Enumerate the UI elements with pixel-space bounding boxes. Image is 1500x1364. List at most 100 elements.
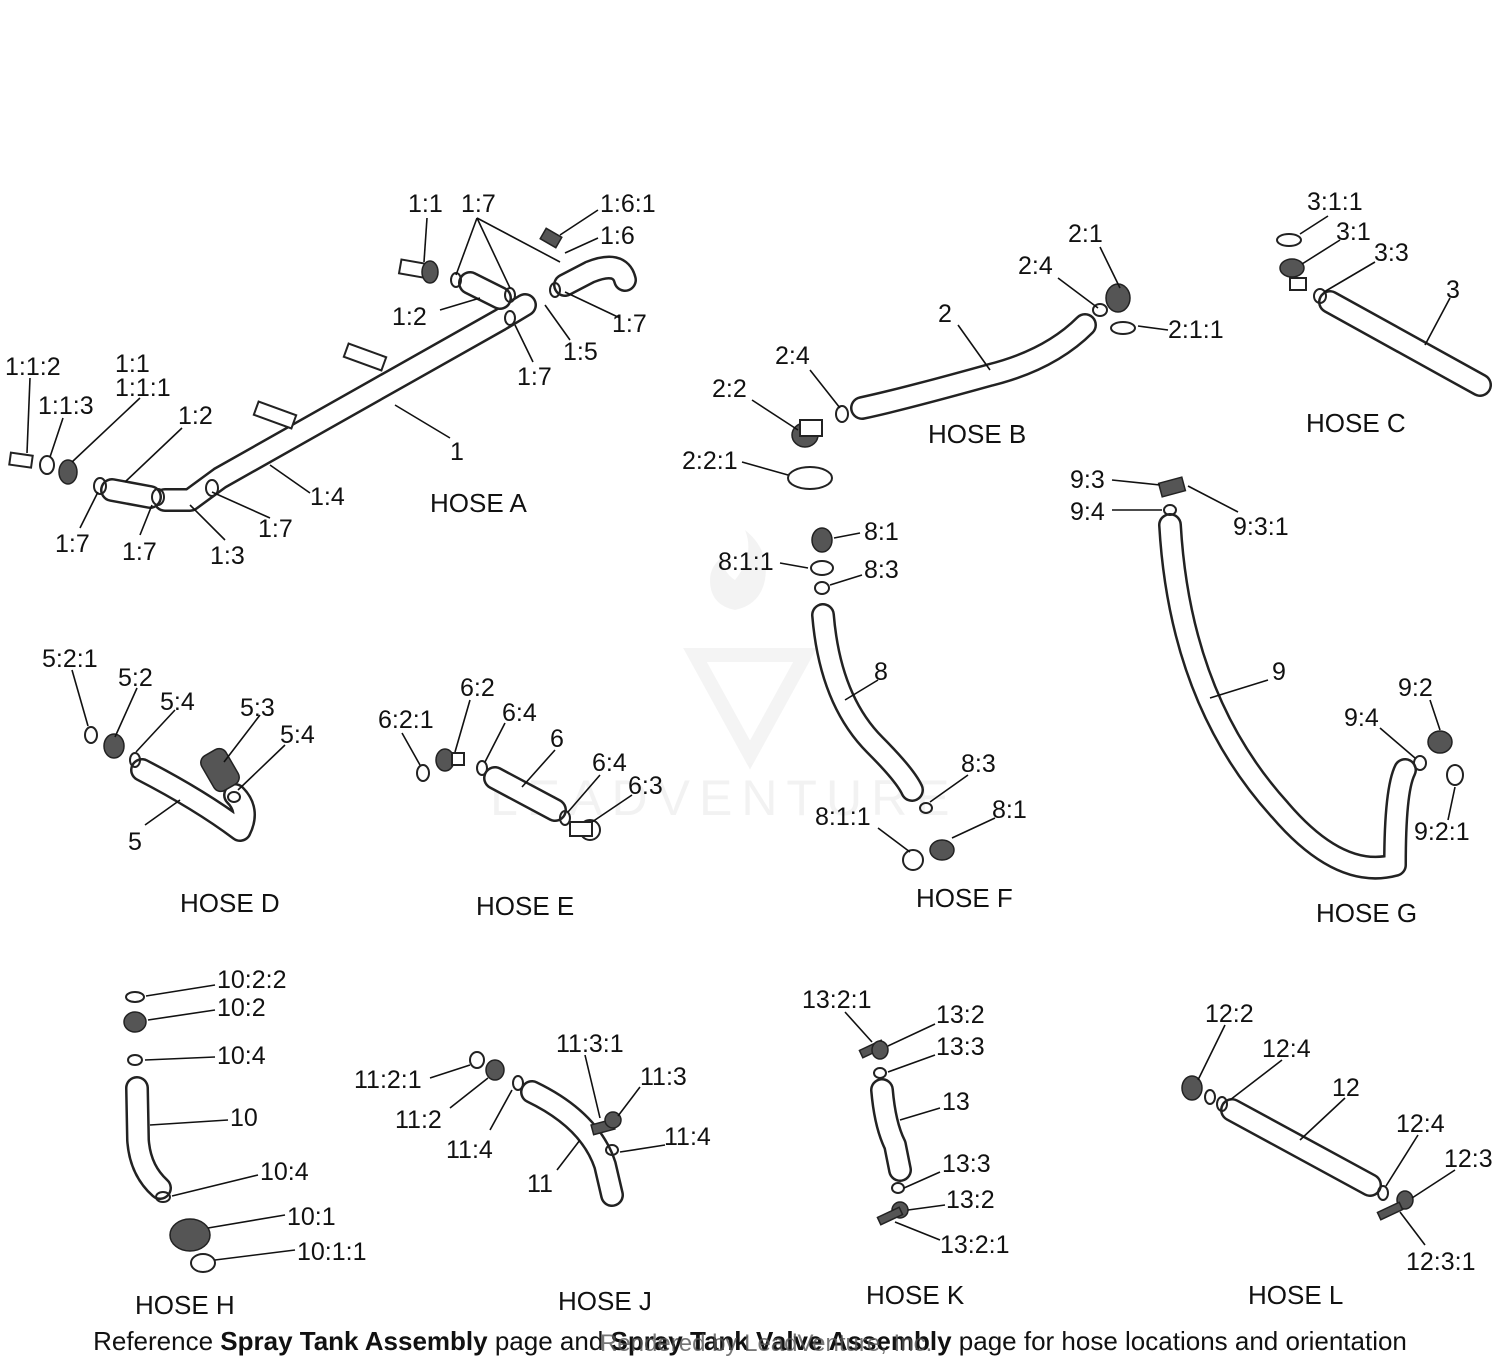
callout-12-4-top: 12:4 <box>1262 1035 1311 1063</box>
callout-9-4-bottom: 9:4 <box>1344 704 1379 732</box>
render-credit: Rendered by LeadVenture, Inc. <box>600 1330 933 1357</box>
callout-6: 6 <box>550 725 564 753</box>
callout-2-2: 2:2 <box>712 375 747 403</box>
hose-f-group: 8:1 8:1:1 8:3 8 8:3 8:1:1 8:1 HOSE F <box>718 518 1027 913</box>
callout-2-1-1: 2:1:1 <box>1168 316 1224 344</box>
hose-j-group: 11:3:1 11:3 11:2:1 11:2 11:4 11:4 11 HOS… <box>354 1030 711 1316</box>
watermark-text: LEADVENTURE <box>490 770 959 826</box>
callout-13-2-top: 13:2 <box>936 1001 985 1029</box>
callout-1-1-3: 1:1:3 <box>38 392 94 420</box>
hose-e-group: 6:2 6:2:1 6:4 6 6:4 6:3 HOSE E <box>378 674 663 921</box>
callout-13-2-1-top: 13:2:1 <box>802 986 872 1014</box>
footer-link-spray-tank-valve-assembly[interactable]: Spray Tank Valve Assembly <box>610 1326 952 1356</box>
callout-8: 8 <box>874 658 888 686</box>
hose-b-group: 2:1 2:4 2:1:1 2 2:4 2:2 2:2:1 HOSE B <box>682 220 1224 490</box>
callout-13-2-1-bottom: 13:2:1 <box>940 1231 1010 1259</box>
callout-1-7-mid: 1:7 <box>517 363 552 391</box>
callout-1-7-bottom-right: 1:7 <box>258 515 293 543</box>
callout-8-1-1-top: 8:1:1 <box>718 548 774 576</box>
hose-k-title: HOSE K <box>866 1280 965 1310</box>
callout-9-2: 9:2 <box>1398 674 1433 702</box>
hose-k-group: 13:2:1 13:2 13:3 13 13:3 13:2 13:2:1 HOS… <box>802 986 1010 1310</box>
footer-link-spray-tank-assembly[interactable]: Spray Tank Assembly <box>220 1326 488 1356</box>
callout-13: 13 <box>942 1088 970 1116</box>
callout-5-2: 5:2 <box>118 664 153 692</box>
callout-9-4-top: 9:4 <box>1070 498 1105 526</box>
callout-11-4-right: 11:4 <box>664 1123 711 1151</box>
hose-a-title: HOSE A <box>430 488 527 518</box>
callout-11-4-left: 11:4 <box>446 1136 493 1164</box>
hose-b-title: HOSE B <box>928 419 1026 449</box>
watermark-logo: LEADVENTURE <box>490 530 959 826</box>
callout-13-3-bottom: 13:3 <box>942 1150 991 1178</box>
hose-g-group: 9:3 9:4 9:3:1 9 9:2 9:4 9:2:1 HOSE G <box>1070 466 1470 928</box>
callout-3: 3 <box>1446 276 1460 304</box>
callout-1-6: 1:6 <box>600 222 635 250</box>
callout-9-3: 9:3 <box>1070 466 1105 494</box>
callout-12-3: 12:3 <box>1444 1145 1493 1173</box>
callout-1-7-top: 1:7 <box>461 190 496 218</box>
callout-2-4-top: 2:4 <box>1018 252 1053 280</box>
hose-l-group: 12:2 12:4 12 12:4 12:3 12:3:1 HOSE L <box>1181 1000 1493 1310</box>
footer-mid: page and <box>487 1326 611 1356</box>
callout-2-1: 2:1 <box>1068 220 1103 248</box>
callout-10: 10 <box>230 1104 258 1132</box>
fitting-1-1-left <box>8 451 219 506</box>
callout-11-3-1: 11:3:1 <box>556 1030 624 1058</box>
hose-j-title: HOSE J <box>558 1286 652 1316</box>
hose-c-title: HOSE C <box>1306 408 1406 438</box>
hose-g-title: HOSE G <box>1316 898 1417 928</box>
callout-1-7-bottom-left: 1:7 <box>55 530 90 558</box>
callout-10-4-top: 10:4 <box>217 1042 266 1070</box>
callout-3-1: 3:1 <box>1336 218 1371 246</box>
callout-6-3: 6:3 <box>628 772 663 800</box>
callout-1-3: 1:3 <box>210 542 245 570</box>
hose-parts-diagram: LEADVENTURE <box>5 188 1493 1320</box>
callout-8-1-1-bottom: 8:1:1 <box>815 803 871 831</box>
callout-2: 2 <box>938 300 952 328</box>
tee-fittings-a <box>252 227 563 430</box>
callout-10-2-2: 10:2:2 <box>217 966 287 994</box>
callout-13-2-bottom: 13:2 <box>946 1186 995 1214</box>
callout-11: 11 <box>527 1170 553 1198</box>
callout-1-2-left: 1:2 <box>178 402 213 430</box>
callout-5-2-1: 5:2:1 <box>42 645 98 673</box>
callout-1: 1 <box>450 438 464 466</box>
hose-d-title: HOSE D <box>180 888 280 918</box>
hose-f-title: HOSE F <box>916 883 1013 913</box>
footer-post: page for hose locations and orientation <box>951 1326 1407 1356</box>
callout-11-2-1: 11:2:1 <box>354 1066 422 1094</box>
callout-13-3-top: 13:3 <box>936 1033 985 1061</box>
callout-10-2: 10:2 <box>217 994 266 1022</box>
callout-10-1-1: 10:1:1 <box>297 1238 367 1266</box>
hose-d-group: 5:2:1 5:2 5:4 5:3 5:4 5 HOSE D <box>42 645 315 918</box>
callout-8-1-top: 8:1 <box>864 518 899 546</box>
callout-8-1-bottom: 8:1 <box>992 796 1027 824</box>
callout-9: 9 <box>1272 658 1286 686</box>
hose-a-leaders <box>26 209 621 541</box>
footer-pre: Reference <box>93 1326 221 1356</box>
callout-5-3: 5:3 <box>240 694 275 722</box>
hose-a-group: 1:1 1:7 1:6:1 1:6 1:2 1:7 1:5 1:7 1:1:2 … <box>5 190 656 570</box>
callout-6-2-1: 6:2:1 <box>378 706 434 734</box>
hose-h-title: HOSE H <box>135 1290 235 1320</box>
callout-11-2: 11:2 <box>395 1106 442 1134</box>
callout-9-3-1: 9:3:1 <box>1233 513 1289 541</box>
callout-10-4-bottom: 10:4 <box>260 1158 309 1186</box>
callout-5-4-left: 5:4 <box>160 688 195 716</box>
callout-1-7-bottom-mid: 1:7 <box>122 538 157 566</box>
callout-1-4: 1:4 <box>310 483 345 511</box>
reference-footer: Reference Spray Tank Assembly page and S… <box>0 1326 1500 1357</box>
callout-12-2: 12:2 <box>1205 1000 1254 1028</box>
callout-1-1-2: 1:1:2 <box>5 353 61 381</box>
callout-12-3-1: 12:3:1 <box>1406 1248 1476 1276</box>
hose-c-group: 3:1:1 3:1 3:3 3 HOSE C <box>1276 188 1492 438</box>
callout-1-1-top: 1:1 <box>408 190 443 218</box>
callout-6-4-left: 6:4 <box>502 699 537 727</box>
callout-3-3: 3:3 <box>1374 239 1409 267</box>
callout-6-4-right: 6:4 <box>592 749 627 777</box>
callout-8-3-bottom: 8:3 <box>961 750 996 778</box>
callout-5-4-right: 5:4 <box>280 721 315 749</box>
callout-10-1: 10:1 <box>287 1203 336 1231</box>
callout-2-2-1: 2:2:1 <box>682 447 738 475</box>
